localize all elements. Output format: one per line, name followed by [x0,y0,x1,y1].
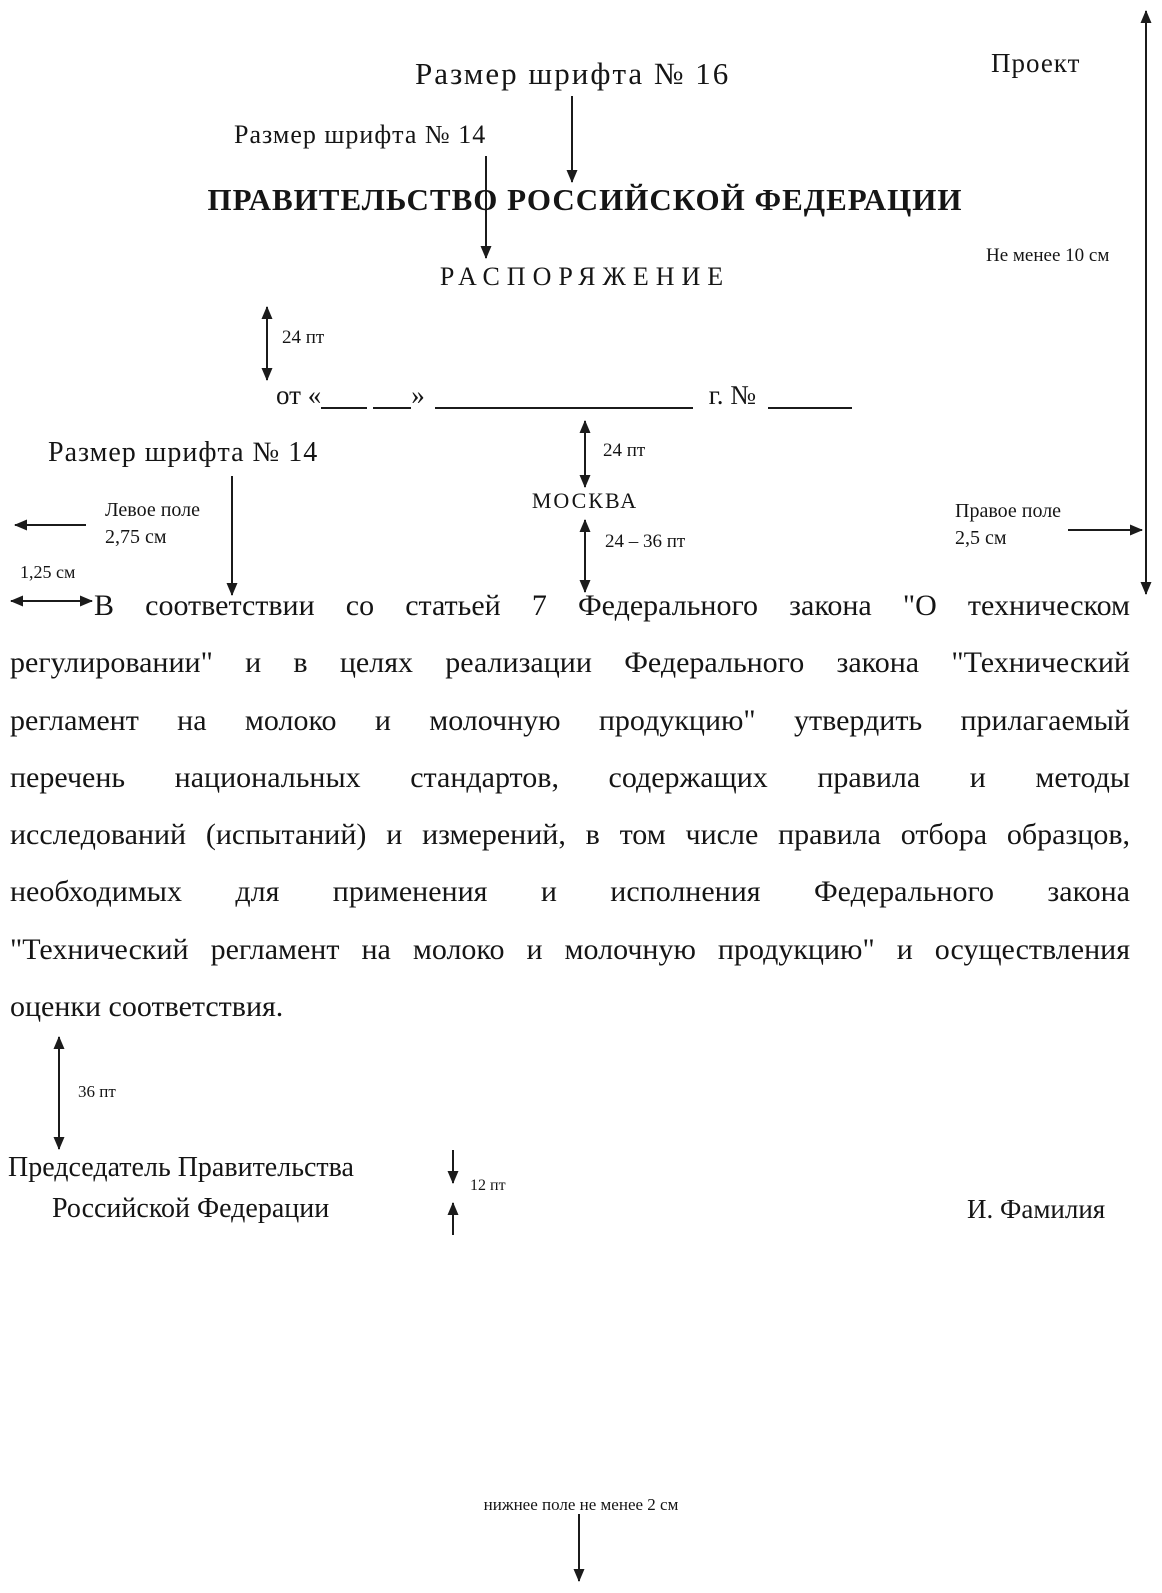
annotation-24pt-top: 24 пт [282,327,325,348]
signature-title-line1: Председатель Правительства [8,1152,354,1183]
annotation-font-size-16: Размер шрифта № 16 [415,56,731,91]
body-line: "Технический регламент на молоко и молоч… [10,932,1130,966]
annotation-bottom-margin: нижнее поле не менее 2 см [483,1495,679,1514]
date-close-quote: » [411,380,425,410]
left-margin-label: Левое поле [105,499,201,521]
annotation-min-top-margin: Не менее 10 см [986,245,1110,266]
annotation-font-size-14-top: Размер шрифта № 14 [234,120,487,149]
number-label: г. № [708,380,756,410]
date-prefix: от « [276,380,322,410]
right-margin-label: Правое поле [955,500,1062,522]
annotation-draft: Проект [991,48,1081,78]
annotation-24-36pt: 24 – 36 пт [605,531,686,552]
annotation-left-margin: Левое поле 2,75 см [105,497,200,551]
body-line: регулировании" и в целях реализации Феде… [10,646,1130,680]
annotation-right-margin: Правое поле 2,5 см [955,498,1061,552]
body-line: исследований (испытаний) и измерений, в … [10,818,1130,852]
body-line: В соответствии со статьей 7 Федерального… [94,589,1130,622]
date-number-line: от « » г. № [276,380,852,411]
document-type-title: РАСПОРЯЖЕНИЕ [439,262,731,291]
annotation-12pt: 12 пт [470,1177,506,1194]
date-blank-day-1 [321,383,368,409]
city-label: МОСКВА [531,488,639,513]
document-org-title: ПРАВИТЕЛЬСТВО РОССИЙСКОЙ ФЕДЕРАЦИИ [207,182,963,217]
annotation-paragraph-indent: 1,25 см [20,562,76,582]
annotation-36pt: 36 пт [78,1082,116,1101]
body-paragraph: В соответствии со статьей 7 Федерального… [10,577,1130,1035]
left-margin-value: 2,75 см [105,526,167,548]
right-margin-value: 2,5 см [955,527,1007,549]
signature-title-line2: Российской Федерации [52,1193,330,1224]
date-blank-day-2 [373,383,412,409]
body-line: регламент на молоко и молочную продукцию… [10,703,1130,737]
date-blank-month [434,383,693,409]
body-line: перечень национальных стандартов, содерж… [10,760,1130,794]
body-line: оценки соответствия. [10,990,284,1024]
number-blank [768,383,852,409]
body-line: необходимых для применения и исполнения … [10,875,1130,909]
annotation-24pt-middle: 24 пт [603,440,646,461]
annotation-font-size-14-left: Размер шрифта № 14 [48,437,319,468]
signature-name: И. Фамилия [967,1194,1106,1224]
